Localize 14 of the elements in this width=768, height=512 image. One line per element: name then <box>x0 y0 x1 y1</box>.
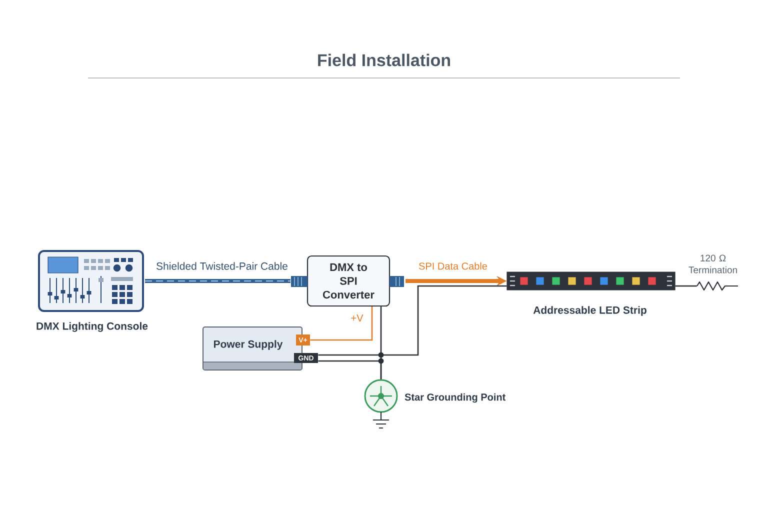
node-label: Star Grounding Point <box>404 393 506 403</box>
converter-box: DMX to SPI Converter <box>306 255 390 307</box>
wire <box>318 285 507 356</box>
title: Field Installation <box>318 54 450 66</box>
edge-label: SPI Data Cable <box>418 261 488 271</box>
node-label: 120 Ω Termination <box>688 254 737 274</box>
wire <box>310 306 373 341</box>
edge-label: +V <box>350 314 364 322</box>
wire <box>675 285 697 287</box>
node-label: DMX Lighting Console <box>36 322 148 332</box>
twisted-pair-cable <box>145 279 290 283</box>
edge-label: Shielded Twisted-Pair Cable <box>155 261 289 271</box>
node-label: Addressable LED Strip <box>533 306 646 316</box>
wire <box>380 306 382 380</box>
